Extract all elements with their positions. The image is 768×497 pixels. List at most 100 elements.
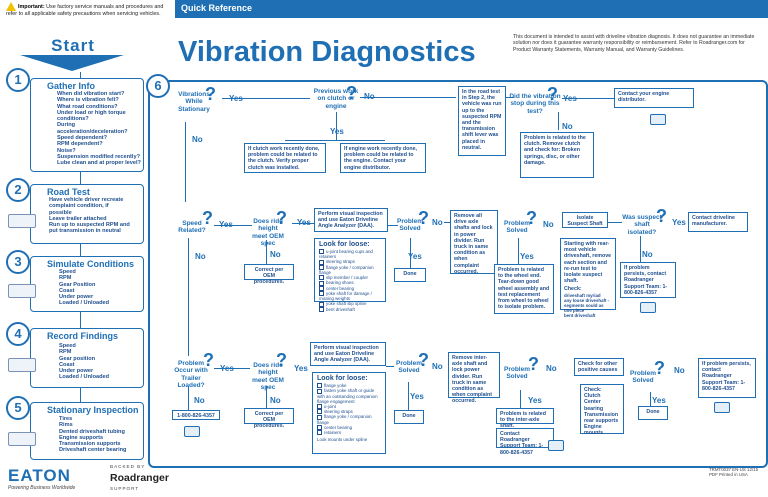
intro-text: This document is intended to assist with… (513, 34, 755, 53)
check-item: bent driveshaft (564, 312, 596, 318)
list-item: Engine supports (59, 434, 104, 441)
list-item: Where is vibration felt? (57, 97, 119, 104)
phone-icon (714, 402, 730, 413)
eaton-tagline: Powering Business Worldwide (8, 485, 76, 491)
question-icon: ? (346, 83, 357, 103)
start-arrow-icon (20, 55, 124, 71)
no-label: No (642, 250, 653, 259)
list-item: bearing shoes (319, 280, 381, 285)
list-item: bent driveshaft (319, 307, 381, 312)
list-item: complaint condition, if (49, 203, 109, 210)
box-engine-work: If engine work recently done, problem co… (340, 143, 426, 173)
question-icon: ? (418, 350, 429, 370)
start-label: Start (51, 36, 95, 55)
question-icon: ? (202, 208, 213, 228)
important-text: Use factory service manuals and procedur… (6, 3, 164, 17)
check-item: Clutch (584, 393, 601, 400)
list-item: Tires (59, 416, 73, 422)
q-previous-work: Previous work on clutch or engine (313, 88, 359, 110)
list-item: Lube clean and at proper level? (57, 160, 141, 167)
box-check-other: Check for other positive causes (574, 358, 624, 376)
question-icon: ? (656, 206, 667, 226)
list-item: retainers (317, 430, 381, 435)
step-number-5: 5 (6, 396, 30, 420)
list-item: Suspension modified recently? (57, 153, 140, 160)
look-title: Look for loose: (319, 241, 370, 248)
q-vibration-stop: Did the vibration stop during this test? (509, 93, 561, 115)
no-label: No (195, 252, 206, 261)
list-item: yoke shaft slip spline (319, 301, 381, 306)
phone-icon (650, 114, 666, 125)
list-item: Rims (59, 422, 73, 429)
box-visual-inspection: Perform visual inspection and use Eaton … (314, 208, 388, 232)
box-starting-rear: Starting with rear-most vehicle drivesha… (560, 238, 616, 318)
eaton-logo: EATON (8, 466, 71, 485)
box-persist: If problem persists, contact Roadranger … (698, 358, 756, 398)
truck-icon (8, 432, 36, 446)
look-for-loose-box: Look for loose: u-joint bearing cups and… (314, 238, 386, 312)
question-icon: ? (526, 208, 537, 228)
no-label: No (432, 362, 443, 371)
yes-label: Yes (219, 220, 233, 229)
roadranger-logo: Roadranger (110, 472, 169, 484)
q-speed-related: Speed Related? (178, 220, 206, 235)
box-road-test-neutral: In the road test in Step 2, the vehicle … (458, 86, 506, 156)
look-for-loose-box-2: Look for loose: flange yoke fasten yoke … (312, 372, 386, 454)
list-item: Loaded / Unloaded (59, 374, 110, 381)
section-title: Stationary Inspection (47, 405, 139, 415)
list-item: Under power (59, 368, 94, 375)
section-title: Gather Info (47, 81, 96, 91)
gather-info-list: When did vibration start? Where is vibra… (57, 91, 143, 167)
list-item: fasten yoke shaft or guide with an outst… (317, 388, 381, 403)
section-record-findings: Record Findings Speed RPM Gear position … (30, 328, 144, 388)
no-label: No (192, 135, 203, 144)
box-clutch-related: Problem is related to the clutch. Remove… (520, 132, 594, 178)
question-icon: ? (203, 350, 214, 370)
list-item: Coast (59, 361, 75, 368)
check-label: Check: (564, 286, 582, 293)
section-title: Road Test (47, 187, 90, 197)
no-label: No (674, 366, 685, 375)
warning-icon (6, 2, 16, 11)
list-item: During acceleration/deceleration? (57, 122, 128, 135)
step-number-2: 2 (6, 178, 30, 202)
no-label: No (432, 218, 443, 227)
truck-icon (8, 284, 36, 298)
starting-text: Starting with rear-most vehicle drivesha… (564, 241, 612, 285)
list-item: put transmission in neutral (49, 228, 121, 235)
q-problem-solved-5: Problem Solved (629, 370, 656, 385)
list-item: Gear Position (59, 281, 96, 288)
box-contact-driveline: Contact driveline manufacturer. (688, 212, 748, 232)
list-item: Leave trailer attached (49, 215, 107, 222)
done-box-3: Done (638, 406, 668, 420)
list-item: Gear position (59, 355, 96, 362)
list-item: flange yoke / companion flange (319, 265, 381, 275)
support-label: SUPPORT (110, 486, 140, 491)
section-title: Record Findings (47, 331, 119, 341)
phone-icon (548, 440, 564, 451)
q-problem-solved-3: Problem Solved (395, 360, 422, 375)
list-item: u-joint bearing cups and retainers (319, 249, 381, 259)
list-item: conditions? (57, 116, 89, 123)
list-item: Transmission supports (59, 441, 121, 448)
step-number-3: 3 (6, 250, 30, 274)
no-label: No (194, 396, 205, 405)
list-item: Dented driveshaft tubing (59, 428, 125, 435)
q-problem-solved: Problem Solved (396, 218, 423, 233)
yes-label: Yes (672, 218, 686, 227)
page-title: Vibration Diagnostics (178, 36, 476, 68)
no-label: No (270, 396, 281, 405)
box-remove-inter-axle: Remove inter-axle shaft and lock power d… (448, 352, 500, 404)
box-contact-roadranger: Contact Roadranger Support Team: 1-800-8… (496, 428, 554, 456)
list-item: u-joint (317, 404, 381, 409)
yes-label: Yes (408, 252, 422, 261)
section-road-test: Road Test Have vehicle driver recreate c… (30, 184, 144, 244)
box-wheel-end: Problem is related to the wheel end. Tea… (494, 264, 554, 314)
list-item: steering straps (317, 409, 381, 414)
q-problem-solved-4: Problem Solved (503, 366, 530, 381)
no-label: No (543, 220, 554, 229)
q-trailer-loaded: Problem Occur with Trailer Loaded? (174, 360, 208, 389)
phone-icon (184, 426, 200, 437)
list-item: center bearing (317, 425, 381, 430)
check-item: Engine mounts (584, 424, 604, 437)
